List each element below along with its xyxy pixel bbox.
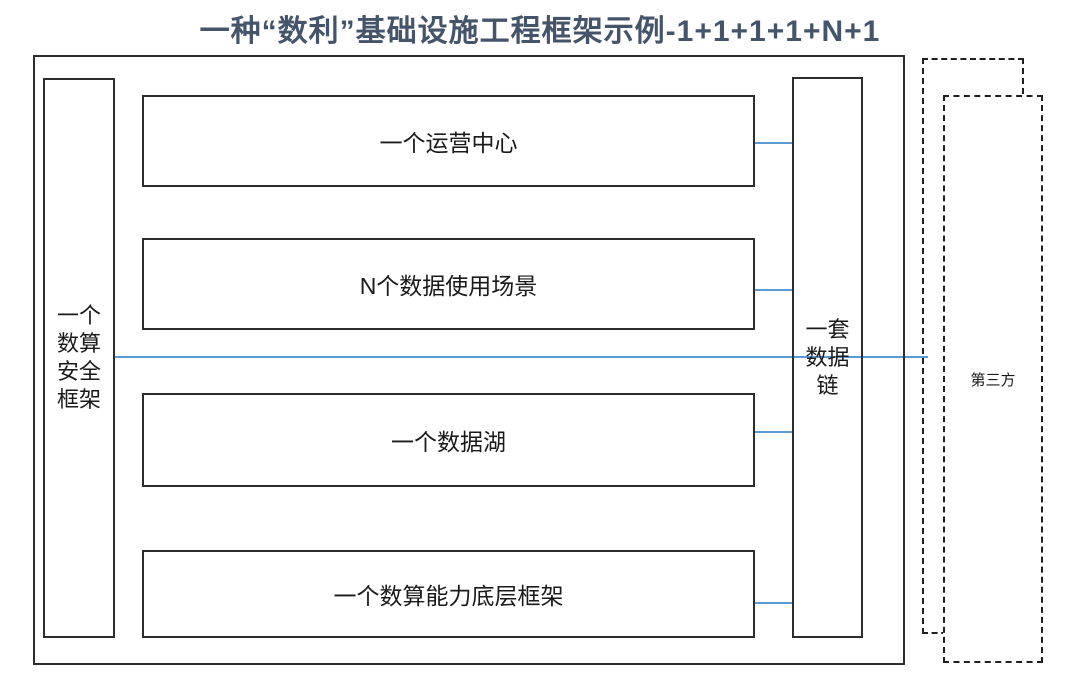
diagram-title: 一种“数利”基础设施工程框架示例-1+1+1+1+N+1: [199, 15, 881, 48]
connector-operations-to-datachain: [755, 142, 792, 144]
data-usage-scenarios-box: N个数据使用场景: [142, 238, 755, 330]
computing-capability-base-box: 一个数算能力底层框架: [142, 550, 755, 638]
operations-center-label: 一个运营中心: [379, 130, 518, 156]
data-chain-line: 一套: [805, 316, 850, 342]
security-framework-box: 一个 数算 安全 框架: [43, 78, 115, 638]
computing-capability-base-label: 一个数算能力底层框架: [333, 583, 564, 609]
connector-scenarios-to-datachain: [755, 289, 792, 291]
outer-frame: [33, 55, 905, 665]
third-party-box: 第三方: [943, 95, 1043, 663]
connector-capability-to-datachain: [755, 602, 792, 604]
data-lake-label: 一个数据湖: [391, 429, 506, 455]
data-chain-line: 数据: [805, 344, 850, 370]
security-framework-line: 数算: [56, 331, 101, 356]
security-framework-line: 一个: [56, 303, 101, 328]
operations-center-box: 一个运营中心: [142, 95, 755, 187]
connector-datalake-to-datachain: [755, 431, 792, 433]
data-lake-box: 一个数据湖: [142, 393, 755, 487]
data-chain-box: 一套 数据 链: [792, 77, 863, 638]
security-framework-line: 框架: [56, 387, 101, 412]
data-chain-line: 链: [816, 372, 839, 398]
security-framework-line: 安全: [56, 359, 101, 384]
connector-security-to-thirdparty: [115, 356, 928, 358]
data-usage-scenarios-label: N个数据使用场景: [359, 273, 538, 299]
third-party-label: 第三方: [970, 371, 1016, 389]
